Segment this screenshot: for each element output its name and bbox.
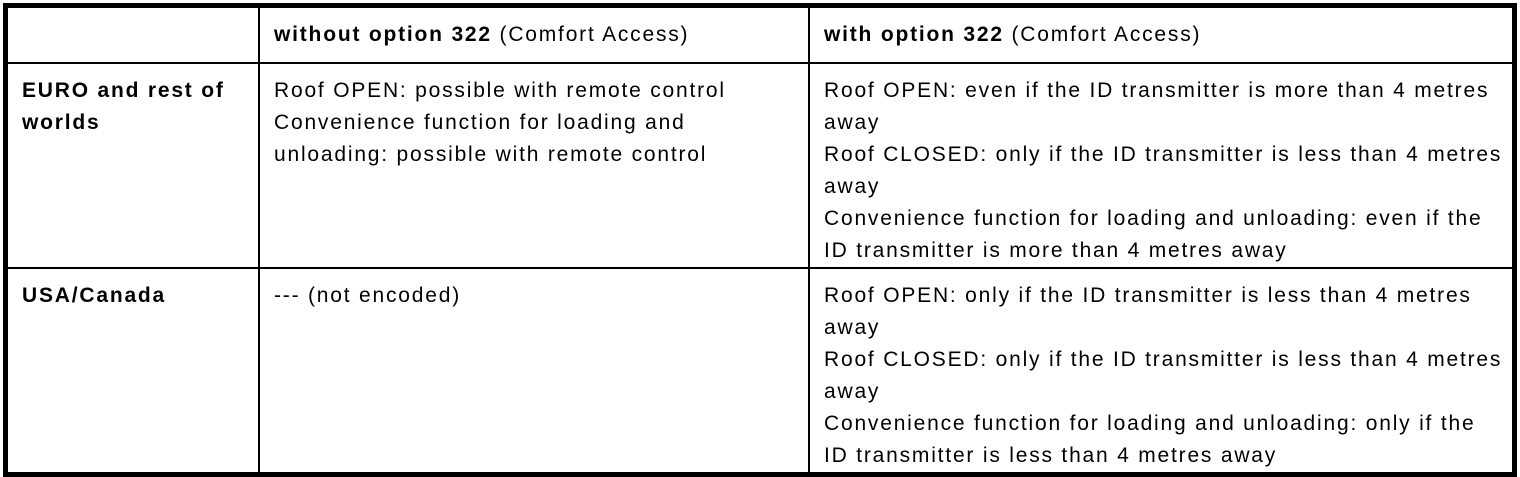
- table-row-usa-canada: USA/Canada --- (not encoded) Roof OPEN: …: [7, 268, 1513, 473]
- feature-item: Convenience function for loading and unl…: [824, 412, 1476, 467]
- region-cell-usa-canada: USA/Canada: [7, 268, 259, 473]
- feature-item: Roof OPEN: only if the ID transmitter is…: [824, 284, 1472, 339]
- region-cell-euro: EURO and rest of worlds: [7, 63, 259, 268]
- feature-item: Roof OPEN: even if the ID transmitter is…: [824, 79, 1490, 134]
- header-without-option-cell: without option 322 (Comfort Access): [259, 7, 809, 63]
- feature-item: Roof CLOSED: only if the ID transmitter …: [824, 143, 1503, 198]
- table-row-euro: EURO and rest of worlds Roof OPEN: possi…: [7, 63, 1513, 268]
- header-without-option-rest: (Comfort Access): [491, 23, 690, 46]
- region-label: USA/Canada: [22, 284, 167, 307]
- feature-item: Roof OPEN: possible with remote control: [274, 79, 726, 102]
- comfort-access-comparison-table: without option 322 (Comfort Access) with…: [3, 3, 1517, 477]
- header-corner-cell: [7, 7, 259, 63]
- usa-without-option-cell: --- (not encoded): [259, 268, 809, 473]
- feature-item: Roof CLOSED: only if the ID transmitter …: [824, 348, 1503, 403]
- header-with-option-cell: with option 322 (Comfort Access): [809, 7, 1513, 63]
- euro-without-option-cell: Roof OPEN: possible with remote control …: [259, 63, 809, 268]
- usa-with-option-cell: Roof OPEN: only if the ID transmitter is…: [809, 268, 1513, 473]
- feature-item: --- (not encoded): [274, 284, 462, 307]
- header-with-option-bold: with option 322: [824, 23, 1004, 46]
- header-without-option-bold: without option 322: [274, 23, 492, 46]
- header-row: without option 322 (Comfort Access) with…: [7, 7, 1513, 63]
- header-with-option-rest: (Comfort Access): [1003, 23, 1202, 46]
- euro-with-option-cell: Roof OPEN: even if the ID transmitter is…: [809, 63, 1513, 268]
- feature-item: Convenience function for loading and unl…: [274, 111, 708, 166]
- feature-item: Convenience function for loading and unl…: [824, 207, 1483, 262]
- region-label: EURO and rest of worlds: [22, 79, 225, 134]
